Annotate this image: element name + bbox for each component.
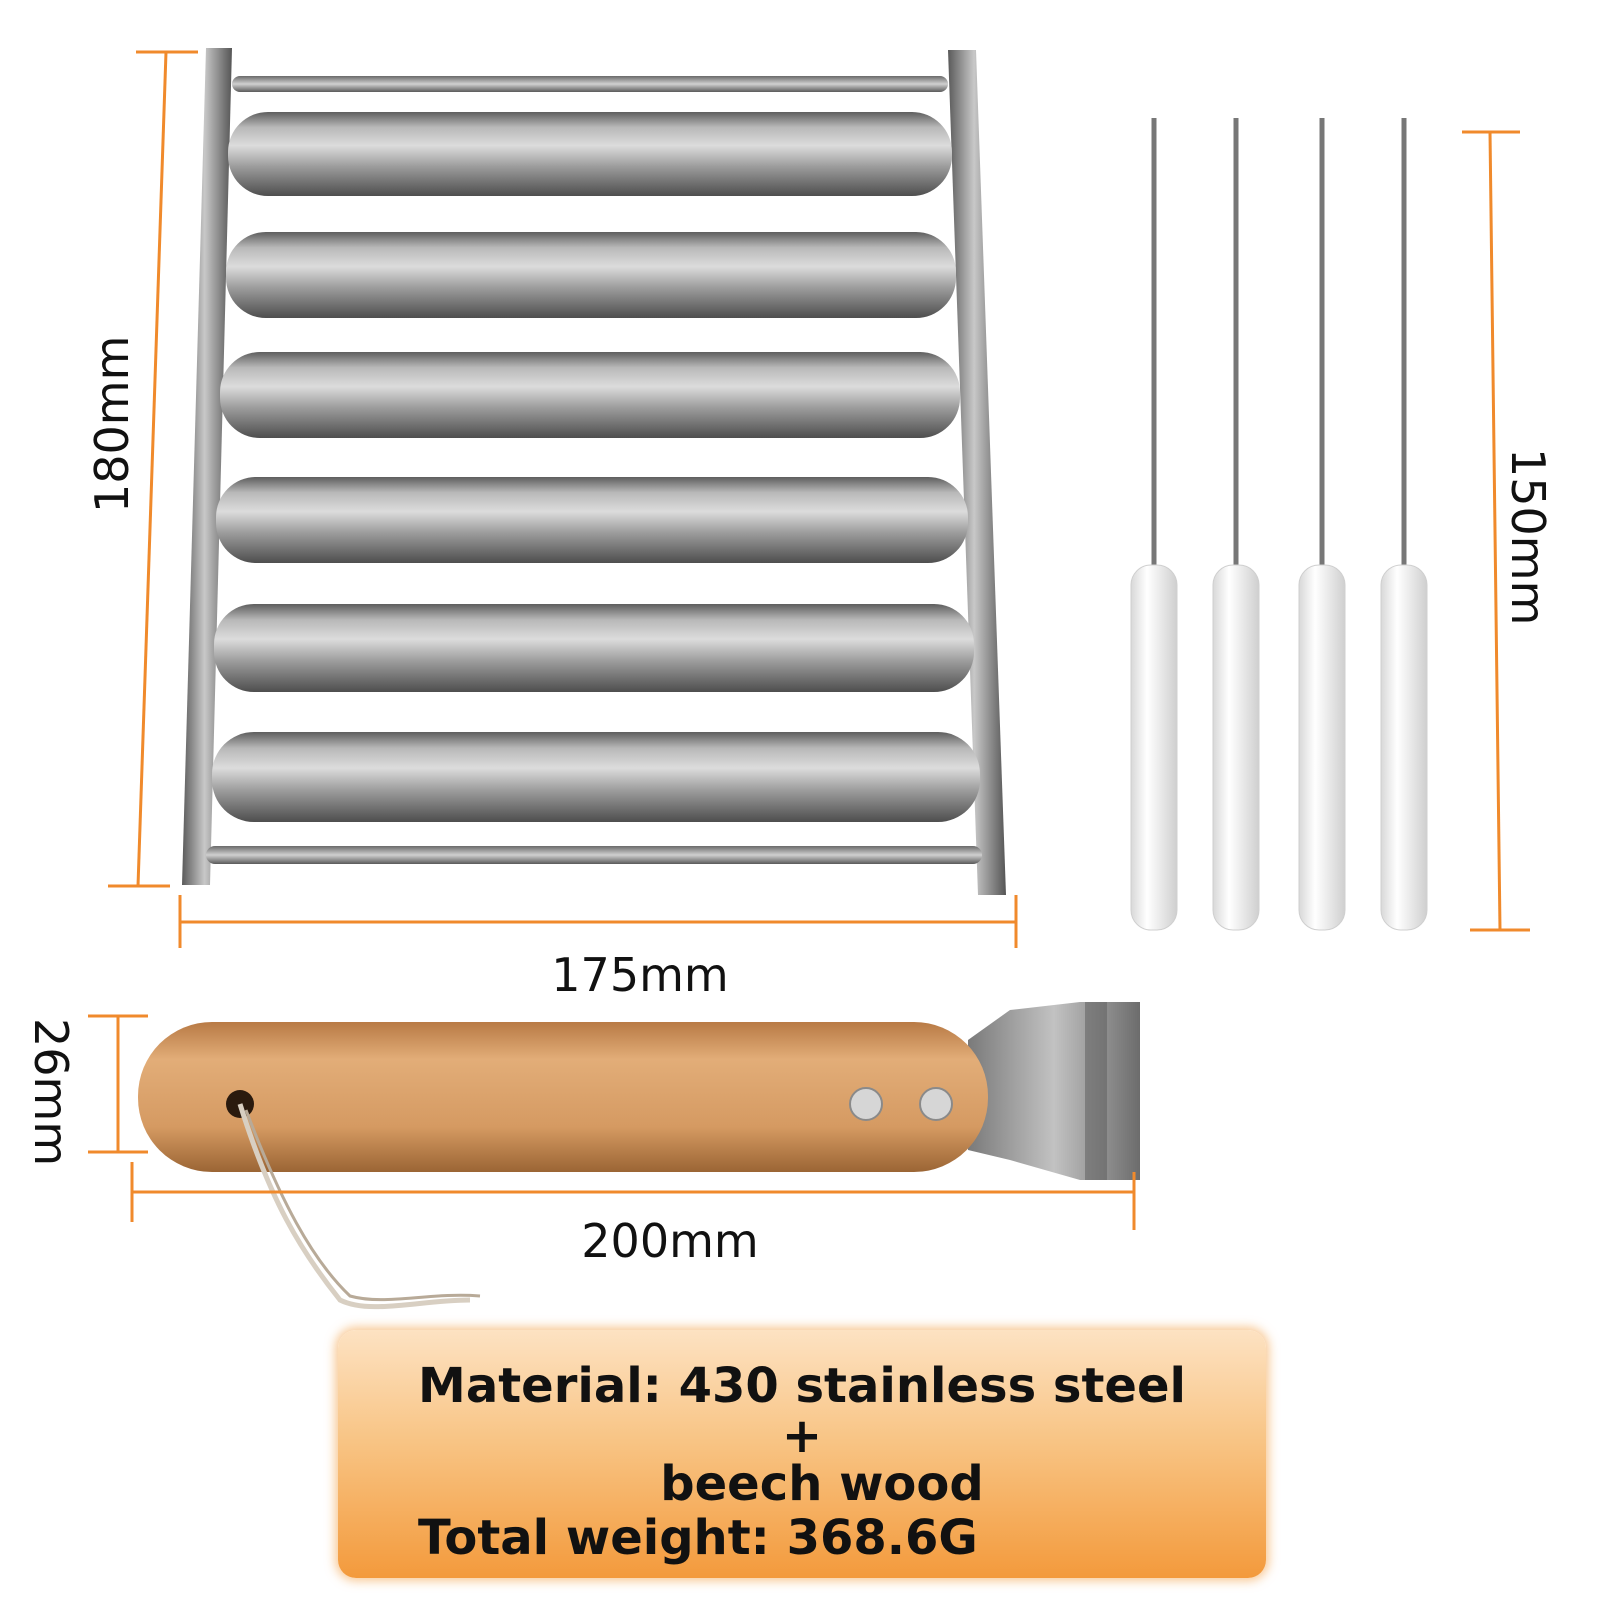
handle-string [237, 1103, 471, 1310]
roller [214, 604, 974, 692]
dim-line-handle-height [88, 1014, 148, 1154]
handle-rivet [849, 1087, 883, 1121]
handle-height-label: 26mm [24, 1018, 78, 1167]
rack-bottom-bar [206, 846, 982, 864]
skewer [1212, 118, 1260, 931]
skewer [1380, 118, 1428, 931]
material-line: Material: 430 stainless steel [418, 1358, 1186, 1414]
rack-width-label: 175mm [551, 948, 729, 1002]
dim-line-skewer-length [1462, 130, 1530, 932]
rack-right-rail [948, 50, 1006, 895]
material-info-box: Material: 430 stainless steel + beech wo… [338, 1330, 1266, 1578]
skewer [1298, 118, 1346, 931]
dim-line-rack-width [178, 895, 1018, 948]
lifting-handle [138, 1002, 1140, 1310]
roller [226, 232, 956, 318]
total-weight-line: Total weight: 368.6G [418, 1510, 978, 1566]
dimension-lines [88, 50, 1530, 1230]
material-wood-line: beech wood [660, 1456, 984, 1512]
handle-wood-grip [138, 1022, 988, 1172]
handle-rivet [919, 1087, 953, 1121]
plus-sign: + [781, 1408, 823, 1464]
roller [212, 732, 980, 822]
roller [216, 477, 968, 563]
rack-rollers [212, 112, 980, 822]
handle-length-label: 200mm [581, 1214, 759, 1268]
rack-left-rail [182, 48, 232, 885]
roller [228, 112, 952, 196]
dim-line-handle-length [130, 1162, 1136, 1230]
skewer-length-label: 150mm [1501, 448, 1555, 626]
handle-metal-head [968, 1002, 1140, 1180]
skewer [1130, 118, 1178, 931]
rack-top-bar [232, 76, 948, 92]
rack-height-label: 180mm [85, 335, 139, 513]
dim-line-rack-height [108, 50, 198, 888]
skewer-set [1130, 118, 1428, 931]
roller [220, 352, 960, 438]
sausage-roller-rack [182, 48, 1006, 895]
